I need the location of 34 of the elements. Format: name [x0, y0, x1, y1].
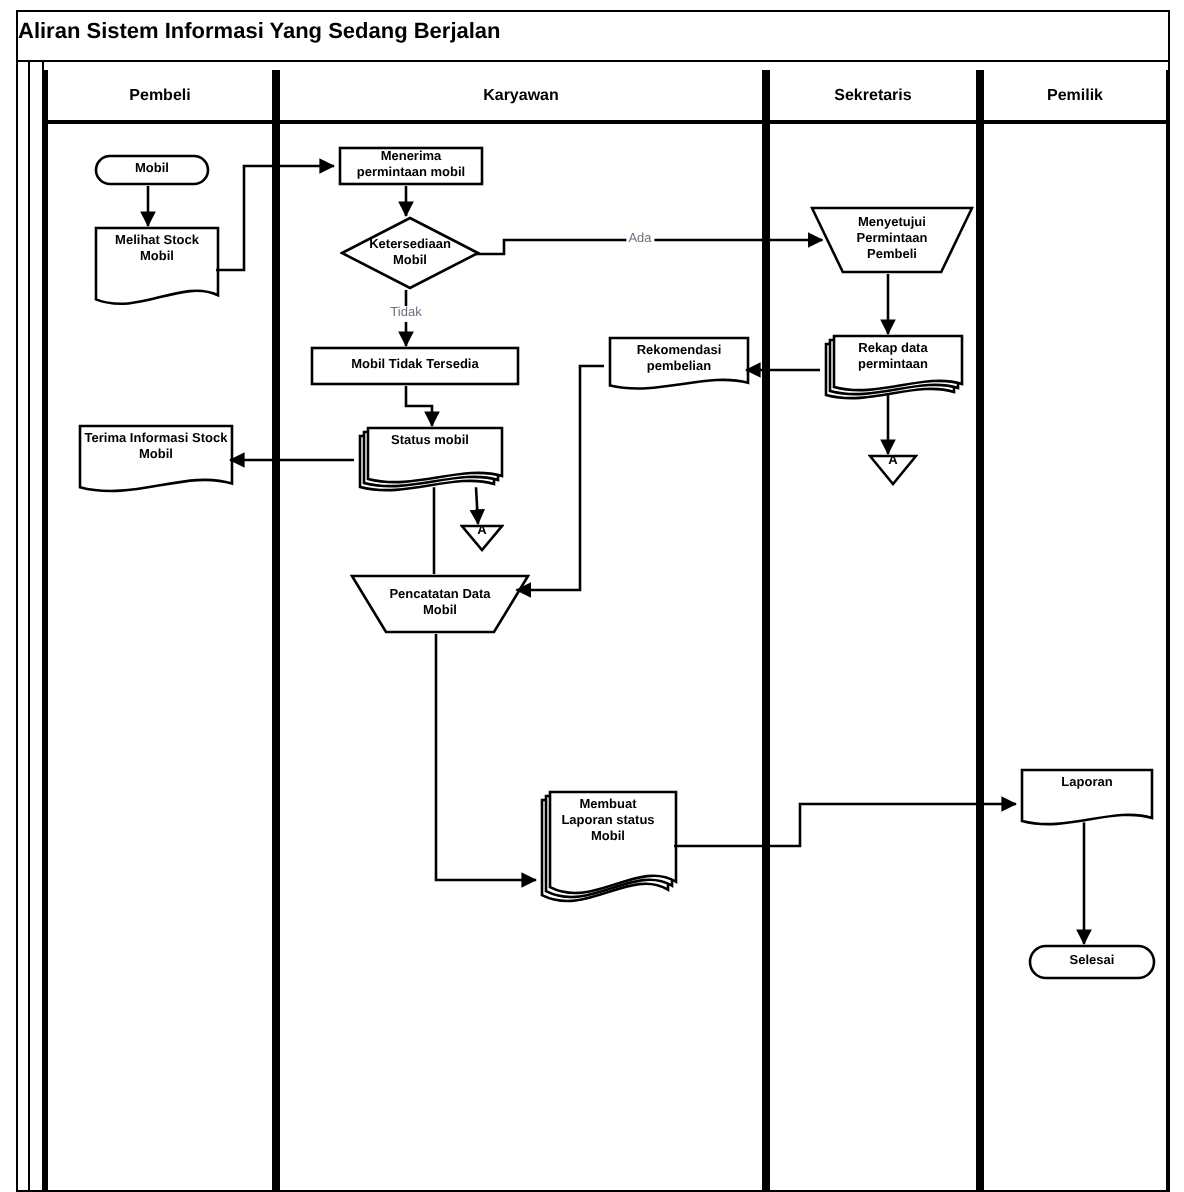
swimlane [980, 70, 1170, 1192]
connector-arrow [469, 487, 485, 525]
connector-arrow [880, 274, 896, 335]
connector-arrow [880, 395, 896, 455]
off-page-connector [460, 524, 504, 552]
connector-arrow [476, 232, 824, 256]
connector-arrow [674, 796, 1017, 848]
connector-arrow [745, 362, 820, 378]
title: Aliran Sistem Informasi Yang Sedang Berjalan [18, 18, 501, 48]
terminator-shape [1028, 944, 1156, 980]
terminator-shape [94, 154, 210, 186]
connector-arrow [1076, 822, 1092, 945]
connector-arrow [515, 364, 604, 598]
document-shape [608, 336, 750, 396]
manual-operation-shape [350, 574, 530, 634]
connector-arrow [229, 452, 354, 468]
lane-title: Sekretaris [834, 83, 912, 107]
connector-arrow [434, 634, 537, 888]
connector-arrow [216, 158, 335, 272]
connector-arrow [140, 186, 156, 227]
lane-title: Karyawan [483, 83, 559, 107]
connector-arrow [398, 186, 414, 217]
swimlane [276, 70, 766, 1192]
process-box [338, 146, 484, 186]
swimlane [44, 70, 276, 1192]
manual-operation-shape [810, 206, 974, 274]
decision-diamond [340, 216, 480, 290]
lane-title: Pembeli [129, 83, 191, 107]
connector-arrow [398, 290, 414, 347]
lane-title: Pemilik [1046, 83, 1103, 107]
swimlane [766, 70, 980, 1192]
connector-arrow [404, 386, 440, 427]
process-box [310, 346, 520, 386]
off-page-connector [868, 454, 918, 486]
